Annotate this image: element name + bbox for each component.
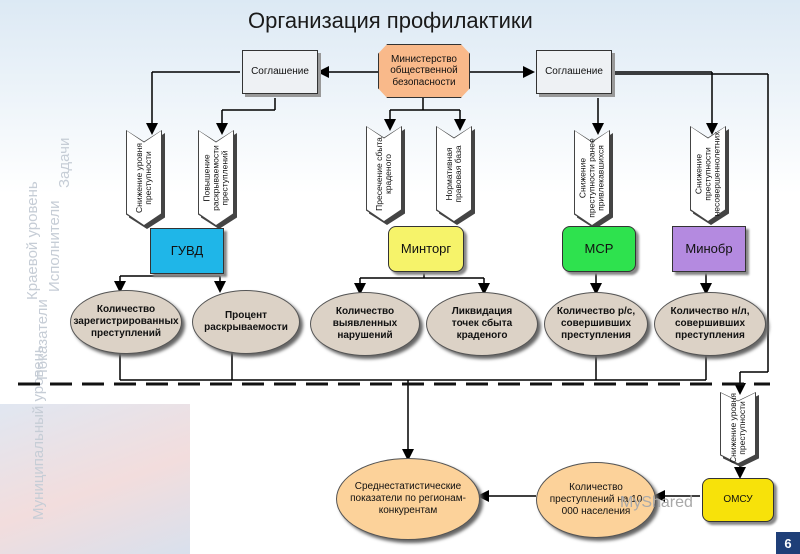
agreement-left-label: Соглашение bbox=[251, 66, 309, 78]
task-reduce-crime-label: Снижение уровня преступности bbox=[134, 143, 153, 213]
agency-minobr: Минобр bbox=[672, 226, 746, 272]
indicator-registered-crimes-label: Количество зарегистрированных преступлен… bbox=[73, 304, 179, 339]
indicator-juvenile-offenders: Количество н/л, совершивших преступления bbox=[654, 292, 766, 356]
agency-omsu: ОМСУ bbox=[702, 478, 774, 522]
result-crimes-per-10000: Количество преступлений на 10 000 населе… bbox=[536, 462, 656, 538]
watermark: MyShared bbox=[620, 494, 693, 511]
result-crimes-per-10000-label: Количество преступлений на 10 000 населе… bbox=[549, 482, 643, 517]
indicator-registered-crimes: Количество зарегистрированных преступлен… bbox=[70, 290, 182, 354]
background-flag-image bbox=[0, 404, 190, 554]
task-reduce-juvenile-crime-label: Снижение преступности несовершеннолетних bbox=[693, 131, 722, 217]
agency-guvd: ГУВД bbox=[150, 228, 224, 274]
agency-msr-label: МСР bbox=[584, 240, 614, 256]
agency-minobr-label: Минобр bbox=[685, 240, 733, 256]
result-regional-averages: Среднестатистические показатели по регио… bbox=[336, 458, 480, 540]
task-legal-framework-label: Нормативная правовая база bbox=[444, 145, 463, 203]
indicator-repeat-offenders: Количество р/с, совершивших преступления bbox=[544, 292, 648, 356]
task-improve-detection-label: Повышение раскрываемости преступлений bbox=[201, 145, 230, 211]
indicator-stolen-sales-points: Ликвидация точек сбыта краденого bbox=[426, 292, 538, 356]
agreement-right-label: Соглашение bbox=[545, 66, 603, 78]
indicator-violations-found-label: Количество выявленных нарушений bbox=[332, 306, 398, 341]
result-regional-averages-label: Среднестатистические показатели по регио… bbox=[350, 481, 466, 516]
indicator-violations-found: Количество выявленных нарушений bbox=[310, 292, 420, 356]
agency-msr: МСР bbox=[562, 226, 636, 272]
agency-guvd-label: ГУВД bbox=[170, 242, 204, 258]
indicator-detection-rate-label: Процент раскрываемости bbox=[204, 310, 288, 333]
agreement-left: Соглашение bbox=[242, 50, 318, 94]
agency-mintorg-label: Минторг bbox=[400, 240, 452, 256]
indicator-juvenile-offenders-label: Количество н/л, совершивших преступления bbox=[670, 306, 750, 341]
page-title: Организация профилактики bbox=[248, 8, 533, 33]
indicator-detection-rate: Процент раскрываемости bbox=[192, 290, 300, 354]
ministry-box: Министерство общественной безопасности bbox=[378, 44, 470, 98]
ministry-label: Министерство общественной безопасности bbox=[390, 53, 458, 88]
indicator-repeat-offenders-label: Количество р/с, совершивших преступления bbox=[556, 306, 636, 341]
page-number: 6 bbox=[776, 532, 800, 554]
agreement-right: Соглашение bbox=[536, 50, 612, 94]
agency-omsu-label: ОМСУ bbox=[723, 494, 753, 506]
agency-mintorg: Минторг bbox=[388, 226, 464, 272]
indicator-stolen-sales-points-label: Ликвидация точек сбыта краденого bbox=[451, 306, 513, 341]
task-reduce-repeat-crime-label: Снижение преступности ранее привлекавших… bbox=[577, 138, 606, 218]
task-stop-stolen-sales-label: Пресечение сбыта краденого bbox=[374, 137, 393, 211]
task-municipal-reduce-crime-label: Снижение уровня преступности bbox=[728, 393, 747, 463]
